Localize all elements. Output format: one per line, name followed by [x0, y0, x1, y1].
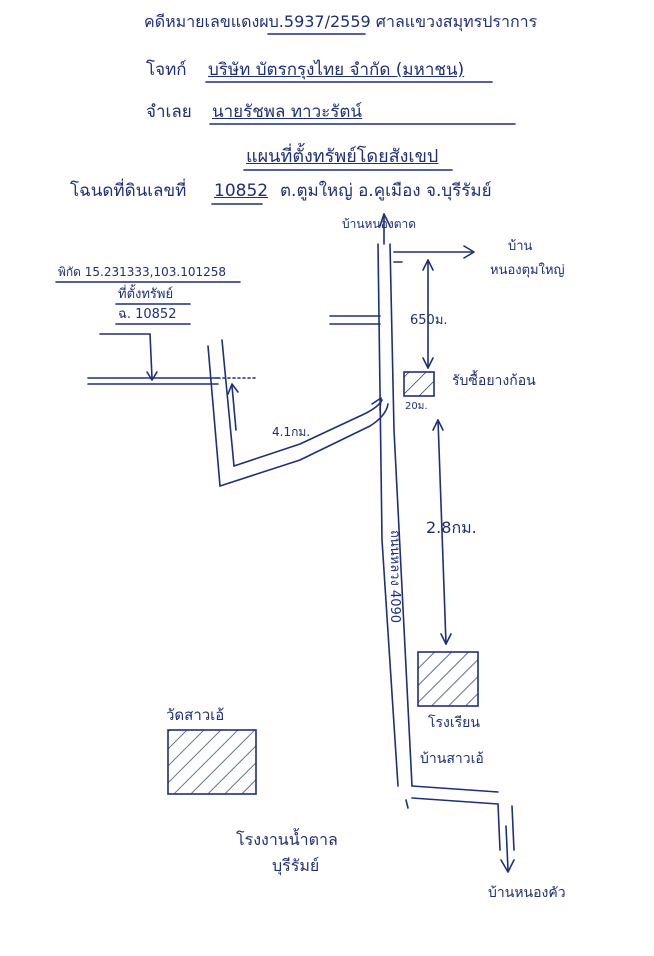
- defendant-label: จำเลย: [146, 102, 192, 122]
- route-arrow-shaft: [231, 385, 237, 431]
- rubber-shop-label: รับซื้อยางก้อน: [452, 373, 536, 389]
- local-road-east-edge: [221, 339, 235, 467]
- property-deed-label: ฉ. 10852: [118, 307, 177, 322]
- main-road-north-arrow: [379, 213, 391, 227]
- rubber-shop-building: [403, 371, 435, 397]
- deed-number: 10852: [214, 181, 269, 201]
- village-bottom-label: บ้านหนองคัว: [488, 885, 566, 901]
- gps-coordinates: พิกัด 15.231333,103.101258: [58, 265, 227, 279]
- plaintiff-name: บริษัท บัตรกรุงไทย จำกัด (มหาชน): [208, 60, 465, 80]
- south-road-east-edge: [511, 805, 515, 851]
- dimension-2-8km-arrow-top: [432, 419, 444, 431]
- case-number-line: คดีหมายเลขแดงผบ.5937/2559 ศาลแขวงสมุทรปร…: [144, 12, 538, 31]
- school-label-2: บ้านสาวเอ้: [420, 751, 484, 767]
- main-road-east-edge: [389, 243, 413, 787]
- deed-prefix: โฉนดที่ดินเลขที่: [70, 181, 187, 201]
- south-road-west-edge: [497, 803, 501, 851]
- factory-label-1: โรงงานน้ำตาล: [236, 830, 338, 849]
- callout-arrowhead: [146, 371, 158, 381]
- south-road-arrowhead: [500, 859, 515, 873]
- route-arrowhead: [227, 383, 239, 395]
- school-building: [417, 651, 479, 707]
- village-right-label-2: หนองตุมใหญ่: [490, 263, 565, 278]
- map-title: แผนที่ตั้งทรัพย์โดยสังเขป: [246, 146, 439, 167]
- branch-road-arrowhead: [463, 245, 475, 259]
- temple-label: วัดสาวเอ้: [166, 706, 225, 724]
- factory-label-2: บุรีรัมย์: [272, 856, 320, 875]
- school-label-1: โรงเรียน: [428, 715, 480, 731]
- distance-20m: 20ม.: [405, 401, 428, 412]
- deed-location: ต.ตูมใหญ่ อ.คูเมือง จ.บุรีรัมย์: [280, 181, 492, 201]
- factory-road-stub: [405, 799, 409, 809]
- plaintiff-label: โจทก์: [146, 60, 187, 80]
- dimension-650m-arrow-bottom: [422, 357, 434, 369]
- village-right-label-1: บ้าน: [508, 239, 533, 254]
- distance-2-8km: 2.8กม.: [426, 518, 477, 537]
- connector-road-south-edge: [219, 403, 389, 487]
- local-road-west-edge: [207, 345, 221, 487]
- south-road-arrow-shaft: [505, 825, 509, 871]
- dimension-2-8km-arrow-bottom: [440, 633, 452, 645]
- dimension-2-8km-line: [437, 419, 447, 645]
- main-road-west-edge: [377, 243, 399, 787]
- junction-road-top-edge: [411, 785, 499, 793]
- callout-leader-arrow: [149, 333, 153, 379]
- junction-road-bottom-edge: [411, 797, 499, 805]
- dimension-650m-arrow-top: [422, 259, 434, 271]
- distance-4-1km: 4.1กม.: [272, 425, 311, 439]
- property-label: ที่ตั้งทรัพย์: [118, 287, 174, 302]
- defendant-name: นายรัชพล ทาวะรัตน์: [212, 102, 363, 122]
- temple-building: [167, 729, 257, 795]
- village-top-label: บ้านหนองตาด: [342, 217, 417, 231]
